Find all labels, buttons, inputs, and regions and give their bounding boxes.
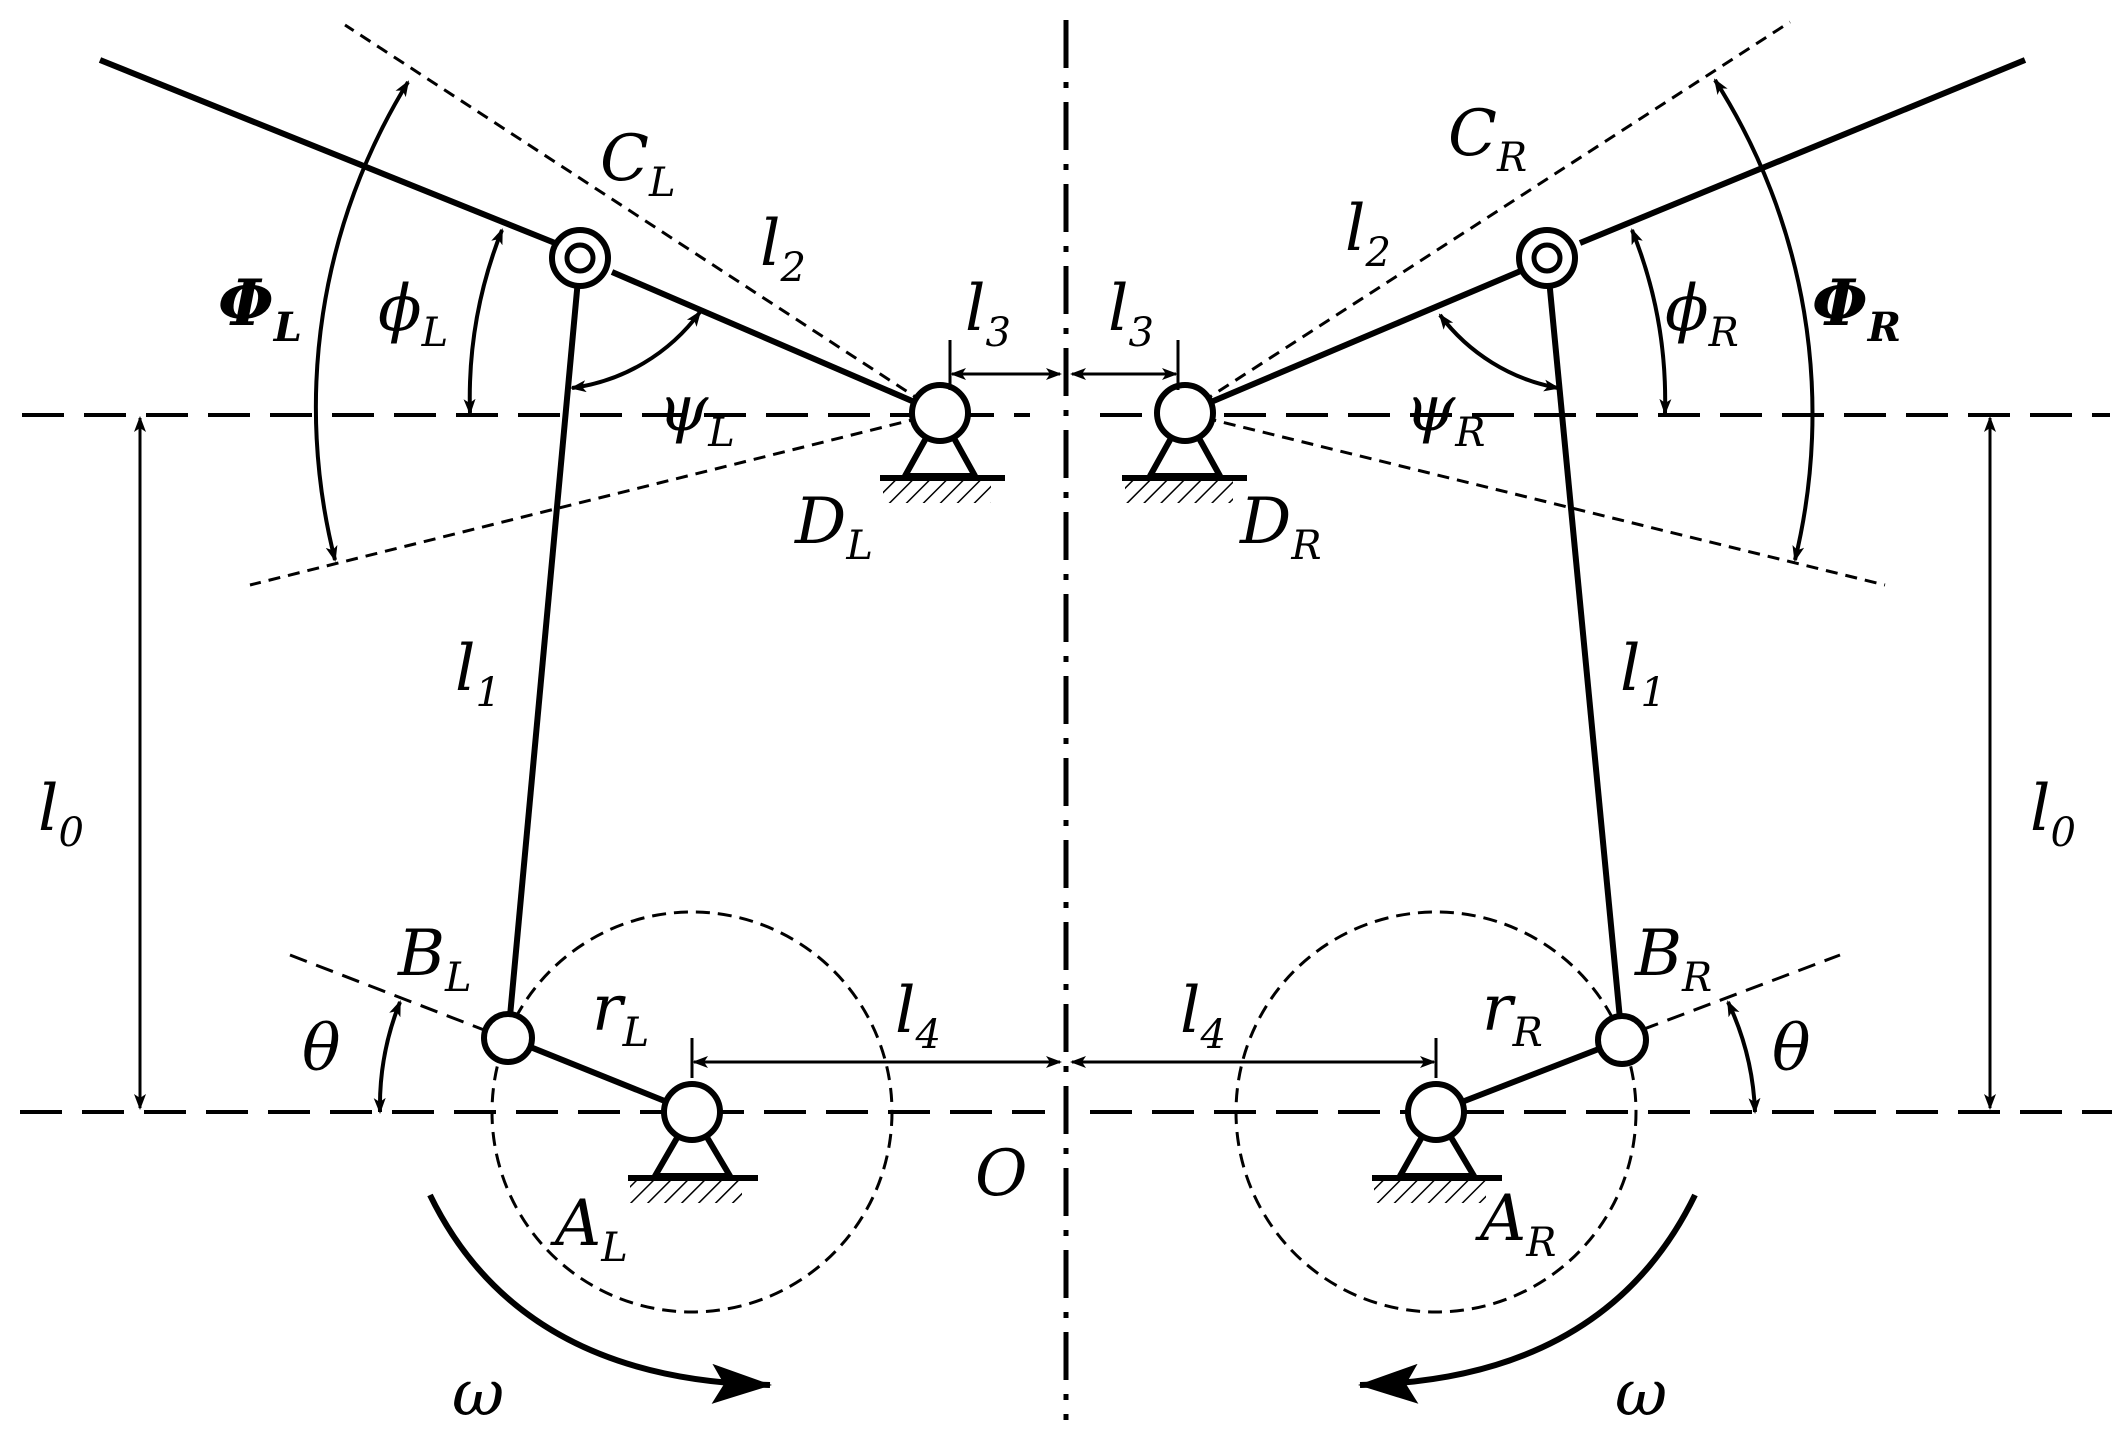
crank-circle-left [490, 910, 894, 1314]
angle-arc-psi-right [1438, 313, 1560, 392]
label-d-left: DL [794, 485, 873, 569]
rotation-arrow-omega-right [1358, 1193, 1698, 1404]
label-l0-left: l0 [38, 772, 84, 856]
joint-b-left [481, 1011, 535, 1065]
angle-arc-phi-left [463, 228, 504, 415]
label-b-right: BR [1634, 917, 1712, 1001]
label-Phi-right: ΦR [1812, 266, 1901, 351]
crank-link-right [1434, 1037, 1624, 1115]
ground-pivot-d-left [880, 382, 1005, 503]
ground-pivot-a-right [1372, 1081, 1502, 1203]
angle-arc-phi-right [1630, 228, 1672, 415]
angle-arc-theta-left [373, 1000, 402, 1114]
label-l0-right: l0 [2030, 772, 2076, 856]
label-l4-left: l4 [895, 974, 941, 1058]
label-origin: O [975, 1137, 1027, 1211]
label-a-right: AR [1475, 1182, 1556, 1266]
label-d-right: DR [1239, 485, 1321, 569]
output-arm-left [98, 57, 562, 248]
label-b-left: BL [397, 917, 472, 1001]
angle-arc-psi-left [570, 310, 702, 393]
label-c-left: CL [600, 122, 676, 206]
label-r-right: rR [1482, 972, 1543, 1056]
label-psi-left: ψL [658, 372, 735, 456]
output-arm-right [1578, 57, 2027, 246]
crank-extension-left [289, 953, 511, 1042]
label-l2-right: l2 [1345, 192, 1391, 276]
label-l2-left: l2 [760, 207, 806, 291]
rocker-link-left [610, 269, 942, 416]
label-Phi-left: ΦL [218, 266, 302, 351]
crank-link-left [506, 1035, 694, 1115]
joint-c-right [1516, 227, 1578, 289]
coupler-link-left [505, 257, 583, 1039]
label-c-right: CR [1448, 97, 1527, 181]
label-theta-right: θ [1772, 1012, 1811, 1086]
rocker-extreme-upper-right [1184, 20, 1791, 415]
label-r-left: rL [592, 972, 649, 1056]
label-l1-left: l1 [455, 632, 501, 716]
label-l4-right: l4 [1180, 974, 1226, 1058]
joint-c-left [549, 227, 611, 289]
label-omega-right: ω [1615, 1357, 1667, 1431]
ground-pivot-d-right [1122, 382, 1247, 503]
label-l3-right: l3 [1108, 272, 1154, 356]
label-phi-right: ϕR [1665, 272, 1739, 356]
label-l1-right: l1 [1620, 632, 1666, 716]
coupler-link-right [1544, 257, 1625, 1041]
crank-extension-right [1614, 953, 1841, 1042]
angle-arc-Phi-left [313, 80, 410, 562]
rotation-arrow-omega-left [427, 1193, 772, 1404]
label-psi-right: ψR [1405, 372, 1485, 456]
angle-arc-theta-right [1726, 1000, 1761, 1114]
label-omega-left: ω [452, 1357, 504, 1431]
label-a-left: AL [550, 1187, 628, 1271]
crank-circle-right [1234, 910, 1638, 1314]
label-phi-left: ϕL [378, 272, 448, 356]
angle-arc-Phi-right [1713, 78, 1815, 562]
joint-b-right [1595, 1013, 1649, 1067]
rocker-link-right [1183, 267, 1525, 416]
rocker-extreme-upper-left [344, 23, 941, 415]
label-l3-left: l3 [965, 272, 1011, 356]
label-theta-left: θ [302, 1012, 341, 1086]
ground-pivot-a-left [628, 1081, 758, 1203]
